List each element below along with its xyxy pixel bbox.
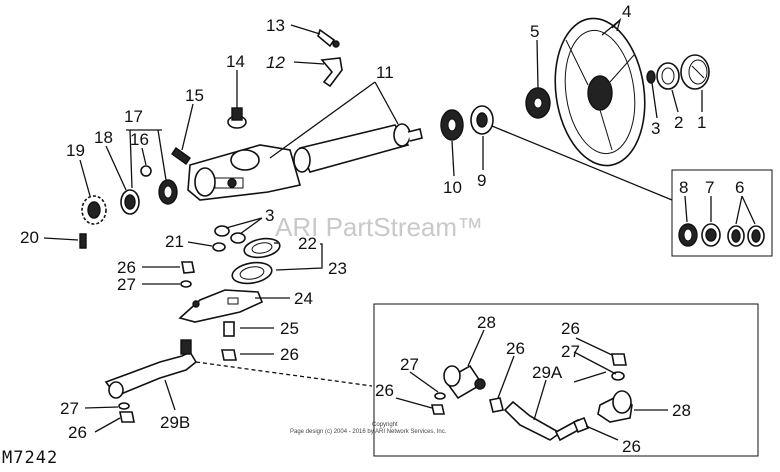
callout-27-upper: 27 <box>117 275 136 294</box>
callout-1: 1 <box>697 113 706 132</box>
callout-9: 9 <box>477 171 486 190</box>
screw-15[interactable] <box>171 147 191 165</box>
callout-17: 17 <box>124 107 143 126</box>
seal-kit-box[interactable] <box>671 169 773 257</box>
callout-13: 13 <box>266 16 285 35</box>
callout-26-inset-left: 26 <box>375 381 394 400</box>
gear-19[interactable] <box>81 195 107 225</box>
callout-11: 11 <box>376 63 394 82</box>
callout-27-inset-right: 27 <box>561 342 580 361</box>
nut-26-lower[interactable] <box>119 411 135 423</box>
copyright-line-2: Page design (c) 2004 - 2016 by ARI Netwo… <box>290 429 447 435</box>
callout-27-lower: 27 <box>60 399 79 418</box>
callout-28-left: 28 <box>477 313 496 332</box>
callout-29a: 29A <box>532 363 563 382</box>
callout-26-inset-bottom: 26 <box>622 437 641 456</box>
fitting-14[interactable] <box>227 107 247 129</box>
wheel-cap[interactable] <box>680 54 710 90</box>
cap-ring[interactable] <box>656 62 680 90</box>
linkage-inset-box[interactable] <box>373 303 759 457</box>
washer-21[interactable] <box>212 242 226 252</box>
callout-26-lower: 26 <box>68 423 87 442</box>
callout-22: 22 <box>298 234 317 253</box>
pin-20[interactable] <box>79 233 87 249</box>
gasket-22[interactable] <box>243 236 282 260</box>
nut-26-upper[interactable] <box>181 261 195 274</box>
callout-10: 10 <box>443 178 462 197</box>
bearing-18[interactable] <box>120 189 140 215</box>
callout-25: 25 <box>280 319 299 338</box>
arm-29b[interactable] <box>104 339 198 399</box>
washer-27-upper[interactable] <box>180 280 192 288</box>
nut-26-mid[interactable] <box>221 349 237 361</box>
callout-4: 4 <box>622 2 631 21</box>
callout-12: 12 <box>266 53 285 72</box>
callouts: 1 2 3 4 5 6 7 8 9 10 11 12 13 14 15 16 1… <box>20 2 744 456</box>
figure-code: M7242 <box>2 448 58 467</box>
callout-26-inset-right: 26 <box>561 319 580 338</box>
wheel-spacer[interactable] <box>525 87 551 119</box>
callout-27-inset-left: 27 <box>400 355 419 374</box>
callout-6: 6 <box>735 178 744 197</box>
callout-28-right: 28 <box>672 401 691 420</box>
callout-3-bottom: 3 <box>265 206 274 225</box>
copyright-line-1: Copyright <box>372 422 398 428</box>
callout-8: 8 <box>679 178 688 197</box>
bracket-24[interactable] <box>178 289 264 323</box>
callout-29b: 29B <box>160 413 190 432</box>
seal-17[interactable] <box>158 179 178 205</box>
callout-3-top: 3 <box>651 119 660 138</box>
callout-7: 7 <box>705 178 714 197</box>
washer-27-lower[interactable] <box>118 402 130 410</box>
bolt-13[interactable] <box>317 28 340 48</box>
callout-26-inset-mid: 26 <box>506 339 525 358</box>
steering-wheel[interactable] <box>546 13 654 172</box>
callout-26-mid: 26 <box>280 345 299 364</box>
spacer-25[interactable] <box>223 321 235 337</box>
callout-16: 16 <box>130 130 149 149</box>
clamp-12[interactable] <box>320 57 343 88</box>
watermark: ARI PartStream™ <box>275 212 483 242</box>
steering-column[interactable] <box>187 123 423 201</box>
callout-14: 14 <box>226 52 245 71</box>
callout-5: 5 <box>530 22 539 41</box>
ball-16[interactable] <box>140 165 152 177</box>
callout-2: 2 <box>674 113 683 132</box>
gasket-23[interactable] <box>231 260 274 287</box>
callout-23: 23 <box>328 259 347 278</box>
bearing-10[interactable] <box>440 109 464 141</box>
wheel-nut[interactable] <box>646 70 656 84</box>
leader-lines <box>43 17 756 441</box>
callout-18: 18 <box>94 128 113 147</box>
nuts-3[interactable] <box>214 225 246 244</box>
callout-15: 15 <box>185 86 204 105</box>
callout-19: 19 <box>66 141 85 160</box>
callout-21: 21 <box>165 232 184 251</box>
callout-24: 24 <box>294 289 313 308</box>
callout-20: 20 <box>20 228 39 247</box>
callout-26-upper: 26 <box>117 258 136 277</box>
bearing-9[interactable] <box>470 105 494 135</box>
